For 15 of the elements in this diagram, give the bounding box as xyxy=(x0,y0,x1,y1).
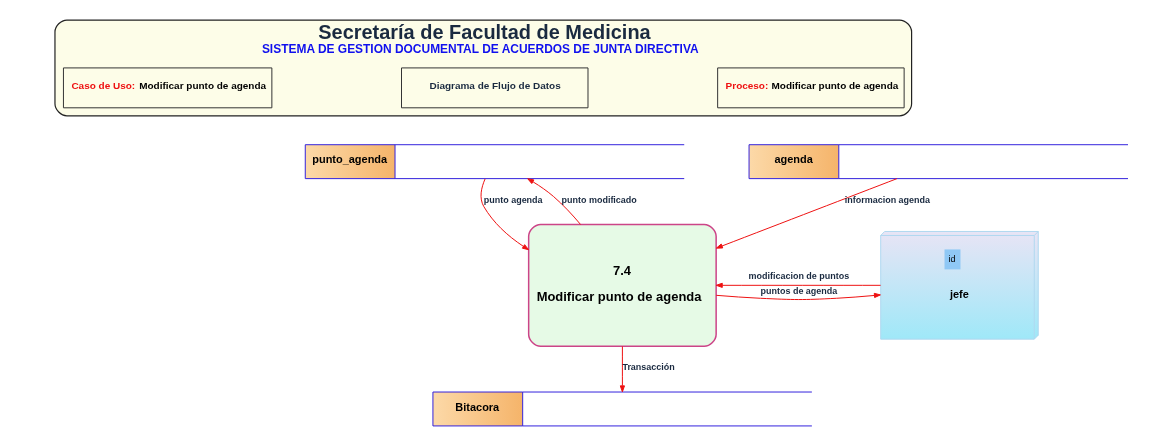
edge-label: punto agenda xyxy=(483,194,543,205)
edge-label: punto modificado xyxy=(561,194,637,205)
arrow xyxy=(619,345,625,393)
edge-label: puntos de agenda xyxy=(760,286,837,297)
arrow xyxy=(715,292,881,301)
node-box: Proceso: Modificar punto de agenda xyxy=(716,67,905,109)
edge-label: modificacion de puntos xyxy=(748,270,849,281)
node-box: Caso de Uso: Modificar punto de agenda xyxy=(62,67,272,109)
edge-label: informacion agenda xyxy=(844,194,930,205)
arrow xyxy=(480,178,529,251)
arrow xyxy=(715,178,897,249)
node-box: Diagrama de Flujo de Datos xyxy=(400,67,588,109)
node-box: 7.4 Modificar punto de agenda xyxy=(527,223,717,347)
arrow xyxy=(715,282,881,288)
arrow xyxy=(526,178,581,225)
